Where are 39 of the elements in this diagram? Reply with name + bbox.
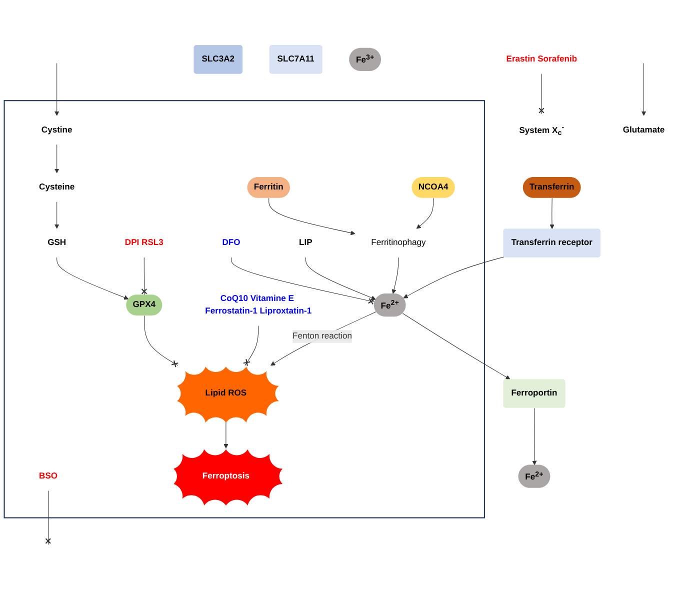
connector [141, 257, 148, 296]
arrow [224, 421, 228, 448]
arrow [54, 144, 60, 174]
arrow [416, 198, 434, 229]
arrow [56, 257, 129, 300]
arrow [392, 257, 399, 294]
cluster [4, 100, 486, 518]
arrow [270, 312, 376, 366]
connector [230, 257, 375, 305]
node-text: Cystine [41, 125, 72, 134]
arrow [305, 257, 376, 300]
node-text: DPI RSL3 [124, 238, 164, 248]
node-box: Transferrin [522, 177, 581, 198]
connector [45, 490, 52, 545]
node-box: SLC7A11 [269, 45, 322, 74]
node-text: DFO [222, 238, 240, 248]
edge-label: Fenton reaction [292, 332, 352, 341]
arrow [268, 198, 356, 236]
connector [144, 315, 179, 368]
arrow [54, 202, 60, 229]
node-text: Ferritinophagy [371, 238, 426, 248]
arrow [402, 313, 510, 380]
node-text: CoQ10 Vitamine E Ferrostatin-1 Liproxtatin-1 [205, 294, 312, 316]
node-box: Transferrin receptor [503, 228, 600, 258]
node-box: SLC3A2 [194, 45, 243, 74]
node-box: Ferroportin [503, 379, 566, 408]
node-text: BSO [39, 472, 58, 481]
connector [538, 74, 544, 114]
arrow [641, 62, 646, 116]
node-text: Erastin Sorafenib [506, 54, 578, 64]
arrow [532, 408, 537, 466]
connector [242, 326, 259, 366]
node-text: Glutamate [622, 125, 665, 134]
node-text: LIP [299, 238, 312, 248]
arrow [403, 256, 504, 298]
arrow [54, 62, 60, 116]
arrow [550, 198, 554, 230]
node-text: GSH [48, 238, 66, 248]
node-text: Cysteine [39, 182, 75, 192]
